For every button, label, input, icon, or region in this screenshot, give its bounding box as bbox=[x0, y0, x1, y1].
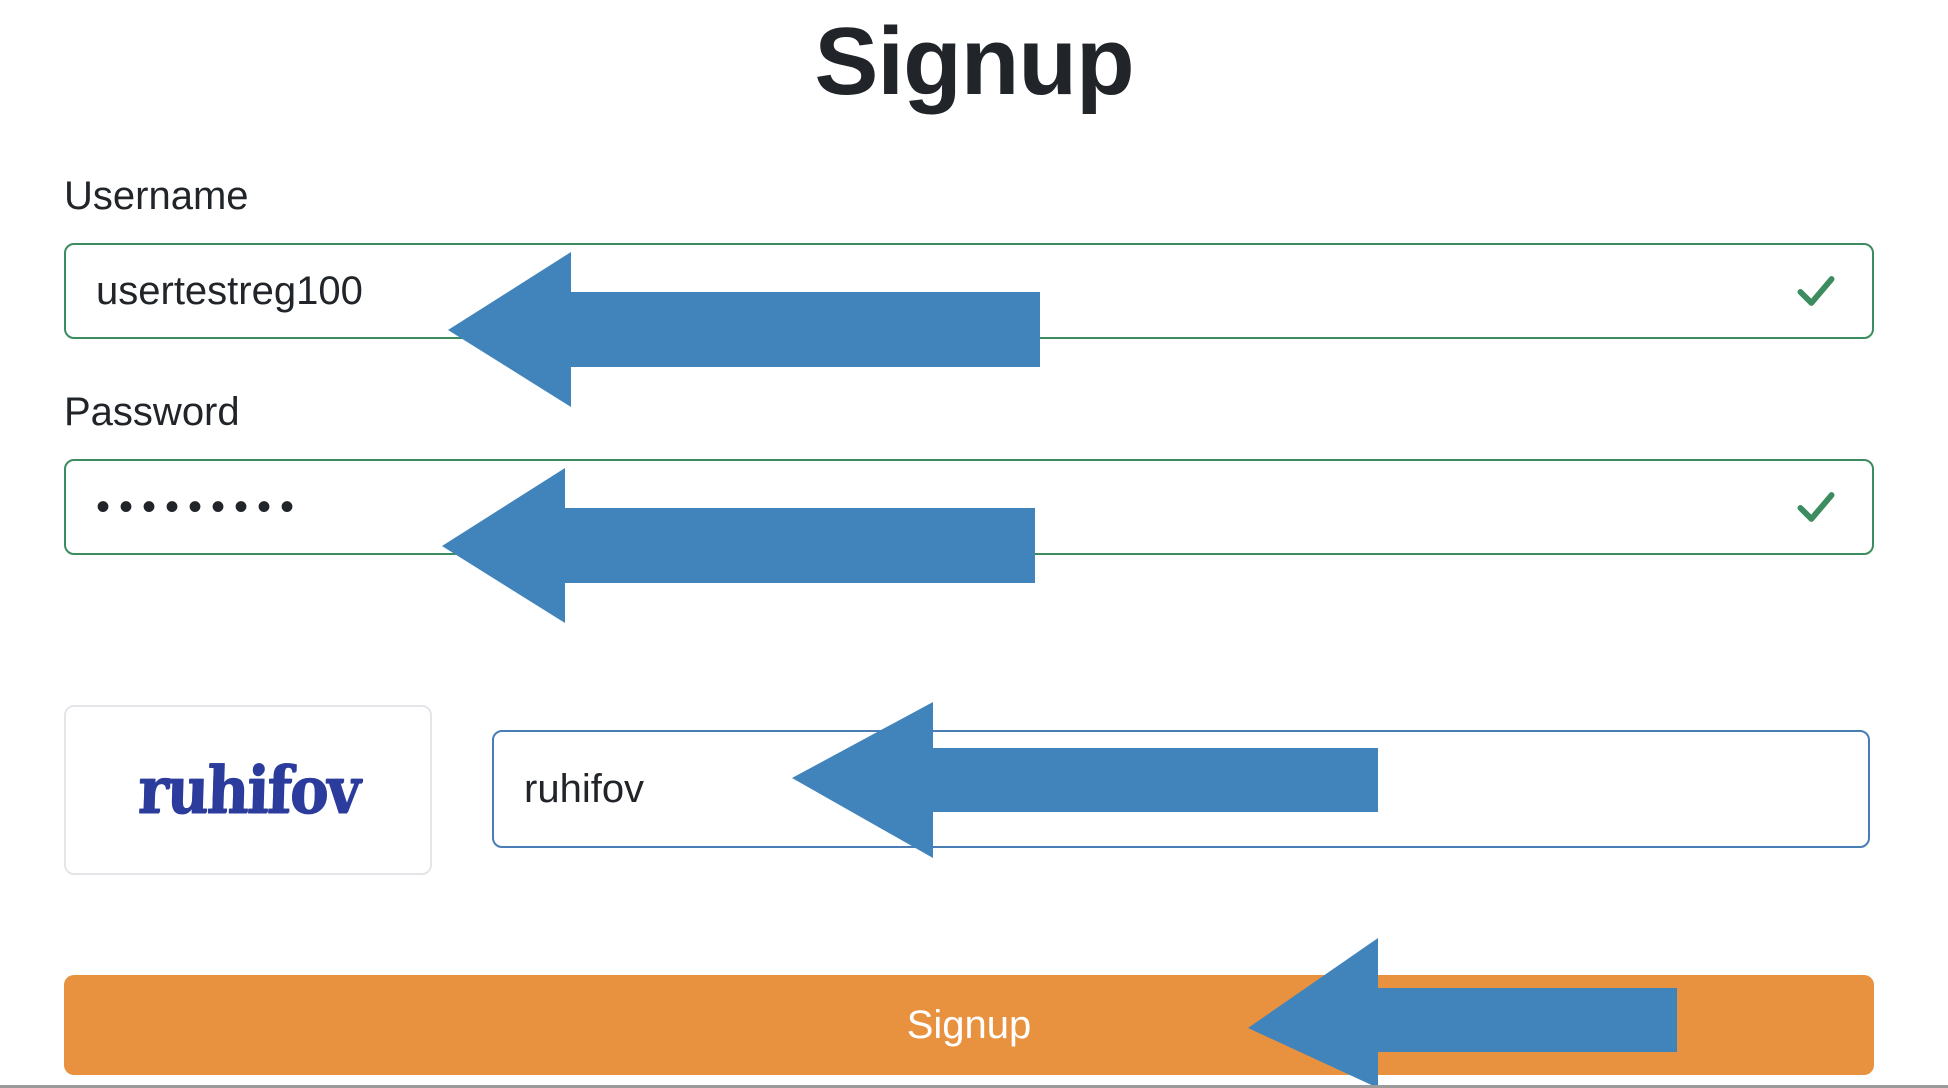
check-icon bbox=[1794, 269, 1838, 313]
password-input-value: ••••••••• bbox=[96, 485, 304, 529]
signup-button[interactable]: Signup bbox=[64, 975, 1874, 1075]
captcha-input-value: ruhifov bbox=[524, 767, 645, 811]
check-icon bbox=[1794, 485, 1838, 529]
password-label: Password bbox=[64, 390, 240, 434]
username-label: Username bbox=[64, 174, 249, 218]
password-input[interactable]: ••••••••• bbox=[64, 459, 1874, 555]
page-bottom-rule bbox=[0, 1085, 1948, 1088]
captcha-image-text: ruhifov bbox=[136, 751, 360, 829]
page-title: Signup bbox=[814, 8, 1134, 115]
username-input[interactable]: usertestreg100 bbox=[64, 243, 1874, 339]
username-input-value: usertestreg100 bbox=[96, 269, 363, 313]
captcha-image: ruhifov bbox=[64, 705, 432, 875]
captcha-input[interactable]: ruhifov bbox=[492, 730, 1870, 848]
